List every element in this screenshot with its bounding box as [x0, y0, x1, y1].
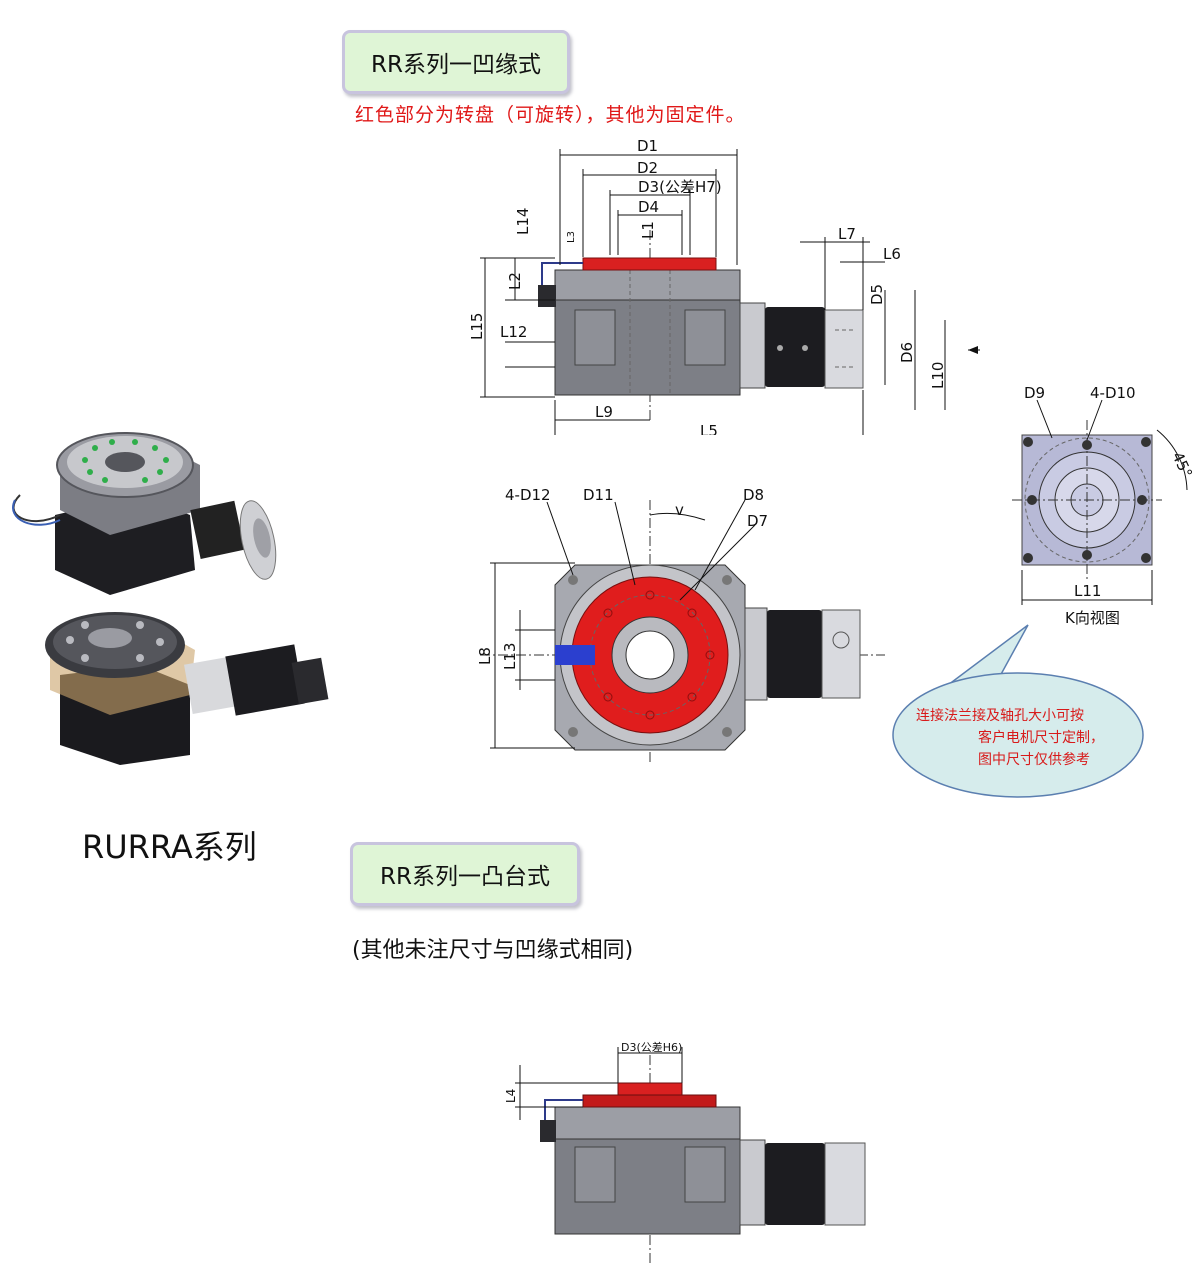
dim-l12: L12 [500, 323, 527, 341]
dim-d10: 4-D10 [1090, 384, 1136, 402]
callout-line-3: 图中尺寸仅供参考 [978, 751, 1090, 768]
dim-d6: D6 [898, 342, 916, 363]
raised-side-view-drawing: D3(公差H6) L4 [504, 1040, 866, 1263]
dim-l8: L8 [476, 647, 494, 665]
k-view-label: K向视图 [1065, 609, 1120, 627]
raised-note: (其他未注尺寸与凹缘式相同) [352, 938, 634, 963]
series-tag-raised-label: RR系列一凸台式 [380, 864, 550, 890]
dim-45: 45° [1168, 449, 1196, 481]
product-photo-1 [12, 432, 277, 595]
dim-d7: D7 [747, 512, 768, 530]
series-tag-recessed-label: RR系列一凹缘式 [371, 52, 541, 78]
dim-l3: L3 [566, 231, 577, 243]
dim-d1: D1 [637, 137, 658, 155]
rotary-note: 红色部分为转盘（可旋转），其他为固定件。 [355, 104, 746, 126]
callout-line-1: 连接法兰接及轴孔大小可按 [916, 707, 1084, 724]
series-tag-recessed: RR系列一凹缘式 [342, 30, 570, 94]
dim-l14: L14 [514, 208, 532, 235]
top-view-drawing: L8 L13 4-D12 D11 v D8 D7 [476, 486, 885, 765]
custom-note-callout: 连接法兰接及轴孔大小可按 客户电机尺寸定制， 图中尺寸仅供参考 [892, 624, 1144, 798]
dim-d8: D8 [743, 486, 764, 504]
product-photo-2 [45, 612, 329, 765]
dim-l7: L7 [838, 225, 856, 243]
dim-d3: D3(公差H7) [638, 178, 722, 196]
dim-d5: D5 [868, 284, 886, 305]
side-view-drawing: D1 D2 D3(公差H7) D4 L1 L14 L3 L2 L15 L12 L… [468, 137, 980, 435]
dim-d2: D2 [637, 159, 658, 177]
dim-v: v [675, 501, 684, 519]
dim-d4: D4 [638, 198, 659, 216]
k-view-drawing: D9 4-D10 45° L11 K向视图 [1012, 384, 1196, 627]
dim-l6: L6 [883, 245, 901, 263]
dim-l5: L5 [700, 422, 718, 435]
product-photos [12, 432, 329, 765]
dim-l13: L13 [501, 643, 519, 670]
dim-d12: 4-D12 [505, 486, 551, 504]
series-tag-raised: RR系列一凸台式 [350, 842, 580, 906]
callout-line-2: 客户电机尺寸定制， [978, 729, 1104, 746]
dim-d9: D9 [1024, 384, 1045, 402]
dim-l10: L10 [929, 362, 947, 389]
dim-l2: L2 [506, 272, 524, 290]
dim-l1: L1 [639, 221, 657, 239]
dim-l11: L11 [1074, 582, 1101, 600]
dim-l9: L9 [595, 403, 613, 421]
series-name: RURRA系列 [82, 828, 257, 866]
dim-l15: L15 [468, 313, 486, 340]
dim-l4: L4 [504, 1089, 518, 1103]
dim-d11: D11 [583, 486, 614, 504]
dim-d3-h6: D3(公差H6) [621, 1040, 682, 1054]
